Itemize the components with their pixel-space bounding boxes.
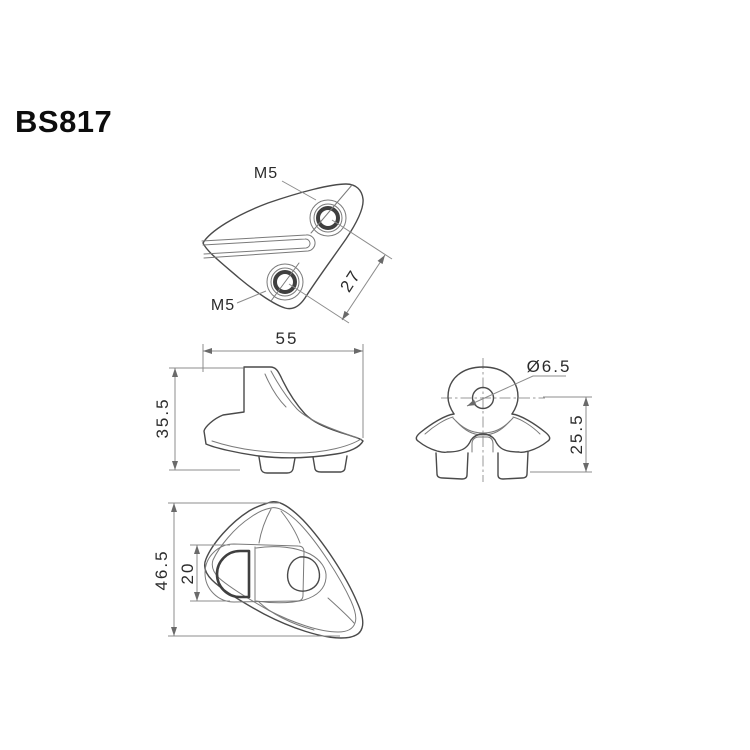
dim-height-front: 35.5	[153, 397, 172, 439]
dim-height-side: 25.5	[567, 413, 586, 455]
top-view	[201, 180, 393, 438]
bottom-view	[168, 501, 364, 639]
leader-m5-bottom	[236, 290, 267, 304]
dim-slot-width: 20	[178, 561, 197, 585]
side-view	[415, 358, 592, 482]
dim-width: 55	[275, 329, 299, 348]
part-number-title: BS817	[15, 104, 113, 139]
dim-length-bottom: 46.5	[152, 549, 171, 591]
leader-diameter	[466, 375, 566, 407]
thread-label-top: M5	[253, 165, 279, 182]
dim-hole-diameter: Ø6.5	[526, 357, 572, 376]
thread-label-bottom: M5	[210, 297, 236, 314]
front-view	[169, 366, 364, 474]
leader-m5-top	[281, 180, 317, 201]
